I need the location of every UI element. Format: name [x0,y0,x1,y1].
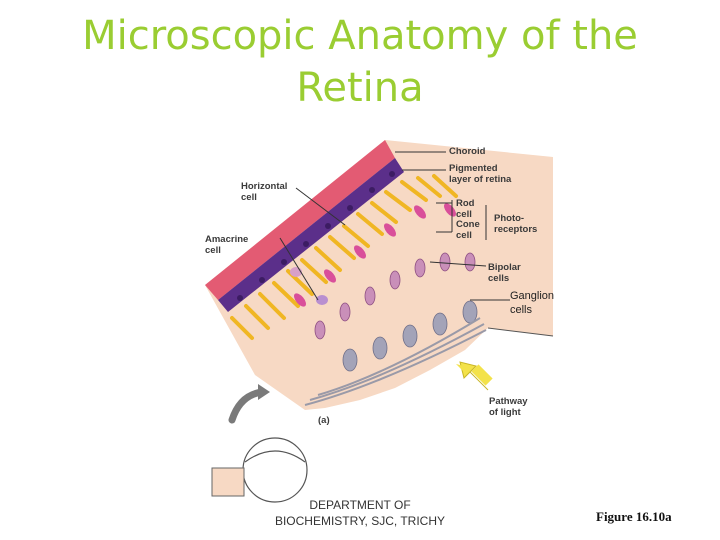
label-pigmented-layer: Pigmented layer of retina [449,163,512,185]
slide-title: Microscopic Anatomy of the Retina [0,10,720,114]
choroid-layer [205,140,395,300]
pigmented-layer [218,158,404,312]
label-ganglion-cells: Ganglion cells [510,290,555,316]
label-panel-a: (a) [318,415,330,426]
label-rod-cell: Rod cell [456,198,475,220]
figure-reference: Figure 16.10a [596,509,672,524]
leader-lines [279,151,510,301]
rod-cells [230,174,458,340]
footer-department: DEPARTMENT OF BIOCHEMISTRY, SJC, TRICHY [274,498,446,528]
label-choroid: Choroid [449,146,486,157]
nerve-fiber-layer [304,317,487,406]
retina-edge [487,327,554,337]
horizontal-cell [316,295,328,305]
eye-inset [211,384,308,503]
label-amacrine-cell: Amacrine cell [205,234,249,256]
pigment-granules [237,171,395,301]
label-horizontal-cell: Horizontal cell [241,181,288,203]
bipolar-cells [314,252,476,340]
retina-tissue [205,140,553,410]
ganglion-cells [342,300,478,372]
slide-title-text: Microscopic Anatomy of the Retina [82,13,638,111]
label-bipolar-cells: Bipolar cells [488,262,521,284]
label-photoreceptors: Photo- receptors [494,213,538,235]
label-cone-cell: Cone cell [456,219,480,241]
label-pathway-of-light: Pathway of light [489,396,528,418]
amacrine-cell [290,267,302,277]
cone-cells [294,203,456,307]
light-pathway-arrow [456,361,493,391]
